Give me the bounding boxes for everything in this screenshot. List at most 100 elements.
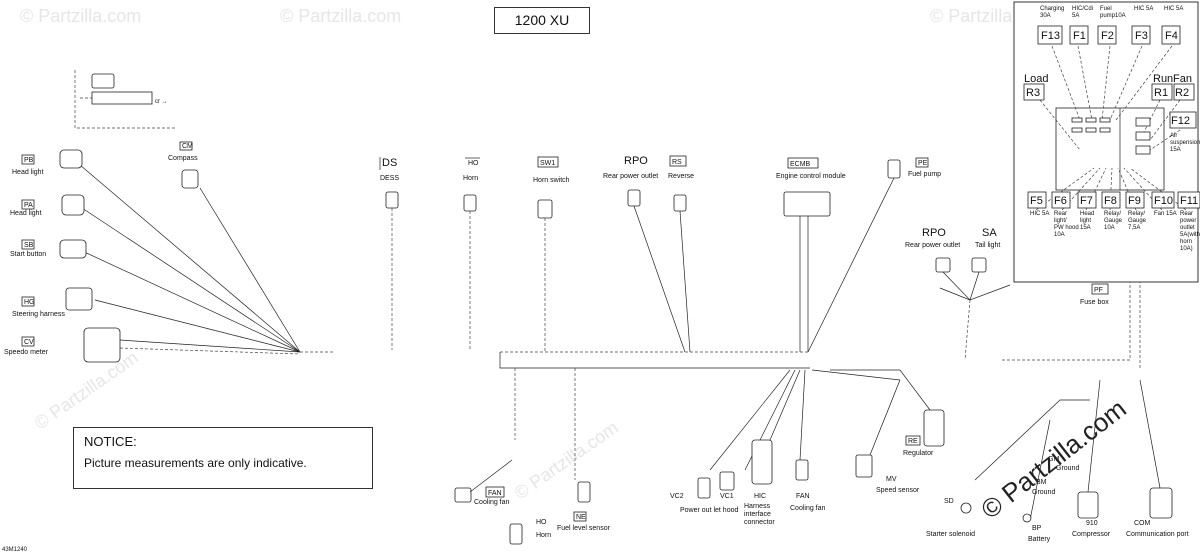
fuse-rating: PW hood bbox=[1054, 225, 1079, 231]
comm-port-connector bbox=[1149, 487, 1173, 519]
fuse-id: F13 bbox=[1041, 30, 1060, 42]
diagram-title: 1200 XU bbox=[494, 7, 590, 34]
fuse-box-slot bbox=[1077, 191, 1097, 209]
battery-code: BP bbox=[1032, 525, 1042, 532]
reverse-code: RS bbox=[672, 159, 682, 166]
speedometer-connector bbox=[83, 327, 121, 363]
tail-light-connector bbox=[971, 257, 987, 273]
fuse-box-code: PF bbox=[1094, 287, 1103, 294]
fuse-rating: 5A(with bbox=[1180, 232, 1200, 238]
cooling-fan-2-label: Cooling fan bbox=[790, 505, 826, 512]
left-harness: cr → CM Compass PB Head light PA Head li… bbox=[4, 70, 335, 363]
fuse-box-slot bbox=[1051, 191, 1071, 209]
fuse-box-slot bbox=[1125, 191, 1145, 209]
cooling-fan-connector bbox=[454, 487, 472, 503]
fuse-rating: Fuel bbox=[1100, 6, 1112, 12]
fuse-box-panel bbox=[1013, 1, 1199, 283]
speed-sensor-connector bbox=[855, 454, 873, 478]
fuse-rating: Relay/ bbox=[1128, 211, 1145, 217]
cooling-fan-2-code: FAN bbox=[796, 493, 810, 500]
fuse-box-slot bbox=[1069, 25, 1089, 45]
relay-id: R1 bbox=[1154, 87, 1168, 99]
connector bbox=[91, 73, 115, 89]
headlight-pa-code: PA bbox=[24, 202, 33, 209]
fuse-rating: HIC/Cdi bbox=[1072, 6, 1093, 12]
fuse-id: F10 bbox=[1154, 195, 1173, 207]
headlight-pb-connector bbox=[59, 149, 83, 169]
fuse-rating: 30A bbox=[1040, 13, 1051, 19]
relay-name: Fan bbox=[1173, 73, 1192, 85]
vc1-label: Power out let hood bbox=[680, 507, 738, 514]
notice-heading: NOTICE: bbox=[84, 434, 137, 449]
fuse-rating: horn bbox=[1180, 239, 1192, 245]
fuse-rating: power bbox=[1180, 218, 1196, 224]
compressor-connector bbox=[1077, 491, 1099, 519]
vc1-code: VC1 bbox=[720, 493, 734, 500]
fuse-id: F6 bbox=[1054, 195, 1067, 207]
fuse-rating: Charging bbox=[1040, 6, 1064, 12]
fuel-pump-label: Fuel pump bbox=[908, 171, 941, 178]
brand-watermark: © Partzilla.com bbox=[975, 393, 1132, 525]
ground-bm-label: Ground bbox=[1032, 489, 1055, 496]
relay-slot bbox=[1023, 83, 1045, 101]
fuse-rating: Fan 15A bbox=[1154, 211, 1177, 217]
fuse-rating: 15A bbox=[1080, 225, 1091, 231]
start-button-label: Start button bbox=[10, 251, 46, 258]
battery-terminal bbox=[1022, 513, 1032, 523]
fuel-pump-code: PE bbox=[918, 160, 928, 167]
fuse-id: F7 bbox=[1080, 195, 1093, 207]
fuse-id: F11 bbox=[1180, 195, 1198, 207]
fuse-rating: light/ bbox=[1054, 218, 1067, 224]
fuse-rating: Rear bbox=[1180, 211, 1193, 217]
starter-solenoid-terminal bbox=[960, 502, 972, 514]
fuse-rating: 10A bbox=[1054, 232, 1065, 238]
compass-code: CM bbox=[182, 143, 193, 150]
start-button-code: SB bbox=[24, 242, 34, 249]
connector bbox=[91, 91, 153, 105]
tail-light-label: Tail light bbox=[975, 242, 1000, 249]
compressor-label: Compressor bbox=[1072, 531, 1111, 538]
fuse-id: F9 bbox=[1128, 195, 1141, 207]
fuse-rating: Gauge bbox=[1104, 218, 1123, 224]
watermark: © Partzilla.com bbox=[511, 417, 622, 503]
relay-id: R2 bbox=[1175, 87, 1189, 99]
compass-label: Compass bbox=[168, 155, 198, 162]
relay-id: R3 bbox=[1026, 87, 1040, 99]
steering-harness-label: Steering harness bbox=[12, 311, 65, 318]
hic-connector bbox=[751, 439, 773, 485]
regulator-code: RE bbox=[908, 438, 918, 445]
rpo-code: RPO bbox=[624, 155, 648, 167]
dess-label: DESS bbox=[380, 175, 399, 182]
fuse-id: F12 bbox=[1171, 115, 1190, 127]
ground-bm-code: BM bbox=[1036, 479, 1047, 486]
vc2-connector bbox=[697, 477, 711, 499]
fuse-box-label: Fuse box bbox=[1080, 299, 1109, 306]
relay-name: Load bbox=[1024, 73, 1048, 85]
cooling-fan-label: Cooling fan bbox=[474, 499, 510, 506]
steering-harness-connector bbox=[65, 287, 93, 311]
fuse-box-slot bbox=[1097, 25, 1117, 45]
center-harness: DS DESS HO Horn SW1 Horn switch RPO Rear… bbox=[379, 155, 941, 480]
horn-code: HO bbox=[468, 160, 479, 167]
rpo2-code: RPO bbox=[922, 227, 946, 239]
start-button-connector bbox=[59, 239, 87, 259]
fuse-rating: Air bbox=[1170, 133, 1177, 139]
starter-solenoid-code: SD bbox=[944, 498, 954, 505]
horn-label: Horn bbox=[463, 175, 478, 182]
ecm-connector bbox=[783, 191, 831, 217]
fuse-id: F4 bbox=[1165, 30, 1178, 42]
comm-port-label: Communication port bbox=[1126, 531, 1189, 538]
fuse-rating: light bbox=[1080, 218, 1091, 224]
horn-bottom-connector bbox=[509, 523, 523, 545]
cooling-fan-2-connector bbox=[795, 459, 809, 481]
starter-solenoid-label: Starter solenoid bbox=[926, 531, 975, 538]
notice-box: NOTICE: Picture measurements are only in… bbox=[73, 427, 373, 489]
headlight-pb-code: PB bbox=[24, 157, 34, 164]
headlight-pb-label: Head light bbox=[12, 169, 44, 176]
relay-name: Run bbox=[1153, 73, 1173, 85]
fuse-rating: Relay/ bbox=[1104, 211, 1121, 217]
rpo-label: Rear power outlet bbox=[603, 173, 658, 180]
horn-switch-code: SW1 bbox=[540, 160, 555, 167]
hic-label: Harness interface connector bbox=[744, 503, 775, 526]
